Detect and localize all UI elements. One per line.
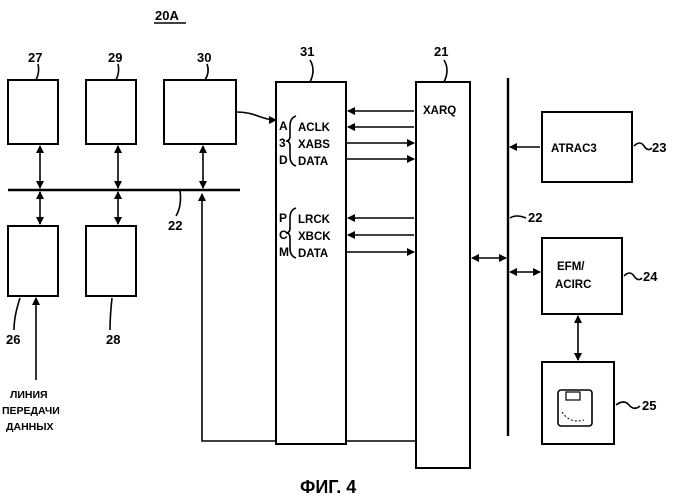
block-24-efm bbox=[542, 238, 622, 314]
figure-caption: ФИГ. 4 bbox=[300, 477, 356, 497]
block-30-number: 30 bbox=[197, 50, 211, 65]
block-24-leader bbox=[624, 273, 642, 280]
block-29-leader bbox=[116, 64, 119, 80]
signal-xbck: XBCK bbox=[298, 231, 331, 243]
left-bus-22-number: 22 bbox=[168, 218, 182, 233]
block-21 bbox=[416, 82, 470, 468]
signal-xabs: XABS bbox=[298, 139, 330, 151]
block-21-number: 21 bbox=[434, 44, 448, 59]
block-25-leader bbox=[616, 402, 640, 408]
block-28-leader bbox=[110, 298, 112, 330]
pcm-letter-c: C bbox=[279, 228, 288, 242]
block-31 bbox=[276, 82, 346, 444]
a3d-letter-a: A bbox=[279, 119, 288, 133]
signal-lrck: LRCK bbox=[298, 214, 331, 226]
right-bus-22-leader bbox=[510, 216, 526, 218]
a3d-letter-3: 3 bbox=[279, 136, 286, 150]
block-31-number: 31 bbox=[300, 44, 314, 59]
block-25-number: 25 bbox=[642, 398, 656, 413]
block-30-leader bbox=[205, 64, 208, 80]
atrac3-label: ATRAC3 bbox=[551, 143, 597, 155]
efm-label-line2: ACIRC bbox=[555, 279, 591, 291]
block-23-number: 23 bbox=[652, 140, 666, 155]
figure-id-label: 20A bbox=[155, 8, 179, 23]
block-26 bbox=[8, 226, 58, 296]
block-21-leader bbox=[444, 60, 447, 82]
efm-label-line1: EFM/ bbox=[557, 261, 585, 273]
signal-aclk: ACLK bbox=[298, 122, 331, 134]
block-31-leader bbox=[310, 60, 313, 82]
block-30 bbox=[164, 80, 236, 144]
block-26-leader bbox=[14, 298, 20, 330]
data-line-label-1: ЛИНИЯ bbox=[10, 389, 48, 401]
block-26-number: 26 bbox=[6, 332, 20, 347]
block-24-number: 24 bbox=[643, 269, 658, 284]
signal-data-2: DATA bbox=[298, 248, 328, 260]
block-23-leader bbox=[634, 143, 652, 150]
signal-data-1: DATA bbox=[298, 156, 328, 168]
pcm-letter-p: P bbox=[279, 211, 287, 225]
block-29-number: 29 bbox=[108, 50, 122, 65]
left-bus-22-leader bbox=[176, 190, 181, 216]
block-29 bbox=[86, 80, 136, 144]
block-28-number: 28 bbox=[106, 332, 120, 347]
block-27 bbox=[8, 80, 58, 144]
right-bus-22-number: 22 bbox=[528, 210, 542, 225]
data-line-label-3: ДАННЫХ bbox=[6, 421, 54, 433]
data-line-label-2: ПЕРЕДАЧИ bbox=[2, 405, 60, 417]
link-30-to-31 bbox=[237, 112, 276, 120]
block-25-disc-drive bbox=[542, 362, 614, 444]
xarq-label: XARQ bbox=[423, 105, 456, 117]
block-28 bbox=[86, 226, 136, 296]
block-27-leader bbox=[36, 64, 39, 80]
pcm-letter-m: M bbox=[279, 245, 289, 259]
block-27-number: 27 bbox=[28, 50, 42, 65]
a3d-letter-d: D bbox=[279, 153, 288, 167]
